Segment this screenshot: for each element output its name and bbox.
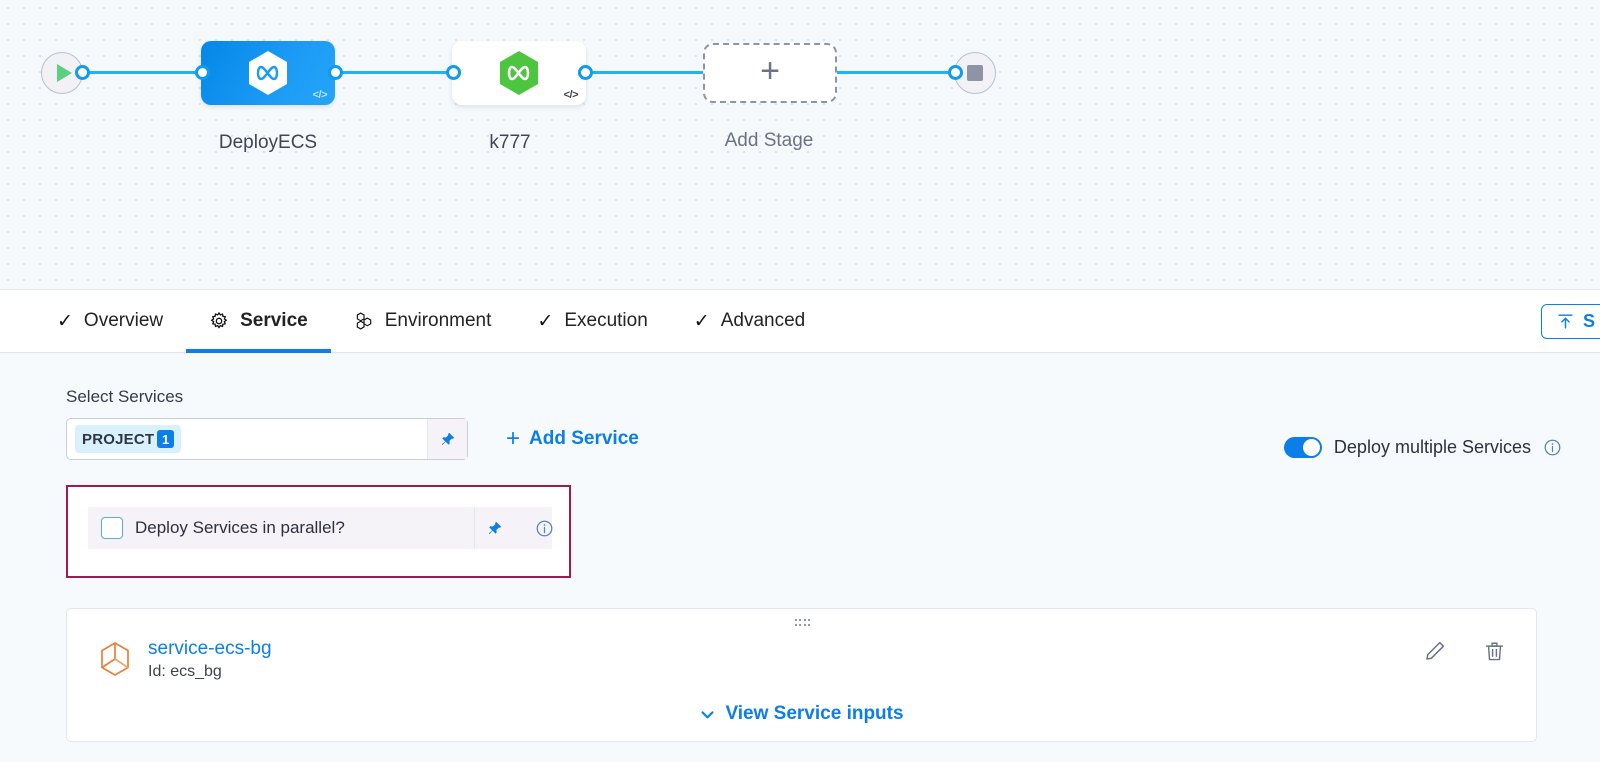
port-start-out[interactable] bbox=[75, 65, 90, 80]
harness-hexagon-green-icon bbox=[500, 51, 538, 95]
deploy-parallel-label: Deploy Services in parallel? bbox=[135, 518, 345, 537]
gear-icon bbox=[210, 311, 228, 329]
service-card[interactable]: service-ecs-bg Id: ecs_bg View Service i… bbox=[66, 608, 1537, 742]
stage-tabbar: ✓ Overview Service Environment ✓ Executi… bbox=[0, 290, 1600, 353]
port-deployecs-in[interactable] bbox=[195, 65, 210, 80]
select-services-row: PROJECT 1 + Add Service bbox=[66, 418, 1600, 460]
plus-icon: + bbox=[760, 52, 780, 90]
connector-k777-to-addstage bbox=[580, 71, 710, 74]
add-stage-label: Add Stage bbox=[724, 130, 814, 151]
stage-label-deployecs: DeployECS bbox=[218, 132, 318, 153]
deploy-parallel-row[interactable]: Deploy Services in parallel? bbox=[88, 507, 552, 549]
deploy-parallel-pin-button[interactable] bbox=[474, 507, 514, 549]
code-badge-icon[interactable]: </> bbox=[563, 89, 579, 101]
multiselect-pin-button[interactable] bbox=[427, 419, 467, 459]
tab-execution[interactable]: ✓ Execution bbox=[514, 290, 670, 353]
add-service-button[interactable]: + Add Service bbox=[506, 427, 639, 451]
chevron-down-icon bbox=[701, 710, 714, 718]
tab-service-label: Service bbox=[240, 310, 308, 331]
port-end-in[interactable] bbox=[948, 65, 963, 80]
toggle-knob bbox=[1302, 439, 1320, 456]
environment-hexagons-icon bbox=[356, 312, 371, 330]
deploy-multiple-toggle-group[interactable]: Deploy multiple Services bbox=[1283, 437, 1562, 458]
tab-environment-label: Environment bbox=[384, 310, 492, 331]
connector-addstage-to-end bbox=[830, 71, 960, 74]
port-k777-in[interactable] bbox=[446, 65, 461, 80]
service-id-text: Id: ecs_bg bbox=[148, 662, 222, 680]
stage-node-deployecs[interactable]: </> bbox=[201, 41, 335, 105]
service-panel: Select Services PROJECT 1 + Add Service … bbox=[0, 353, 1600, 762]
check-icon: ✓ bbox=[57, 310, 73, 332]
info-icon bbox=[536, 520, 552, 536]
play-icon bbox=[56, 64, 72, 82]
connector-start-to-deployecs bbox=[82, 71, 207, 74]
check-icon: ✓ bbox=[693, 310, 710, 332]
service-card-main: service-ecs-bg Id: ecs_bg bbox=[67, 609, 1536, 681]
service-cube-icon bbox=[101, 641, 129, 676]
harness-hexagon-icon bbox=[249, 51, 287, 95]
tab-service[interactable]: Service bbox=[186, 290, 331, 353]
tab-environment[interactable]: Environment bbox=[331, 290, 515, 353]
save-button-label: S bbox=[1582, 311, 1595, 331]
connector-deployecs-to-k777 bbox=[330, 71, 455, 74]
service-chip-count: 1 bbox=[157, 430, 175, 448]
stage-label-k777: k777 bbox=[489, 132, 531, 153]
add-stage-button[interactable]: + bbox=[703, 43, 837, 103]
select-services-title: Select Services bbox=[66, 387, 184, 406]
info-icon[interactable] bbox=[1543, 438, 1562, 457]
services-multiselect[interactable]: PROJECT 1 bbox=[66, 418, 468, 460]
add-service-label: Add Service bbox=[529, 428, 639, 449]
trash-icon[interactable] bbox=[1483, 640, 1506, 663]
port-k777-out[interactable] bbox=[578, 65, 593, 80]
stage-node-k777[interactable]: </> bbox=[452, 41, 586, 105]
deploy-parallel-info-button[interactable] bbox=[524, 507, 564, 549]
deploy-parallel-highlight: Deploy Services in parallel? bbox=[66, 485, 571, 578]
deploy-multiple-label: Deploy multiple Services bbox=[1333, 437, 1531, 457]
pipeline-canvas[interactable]: </> DeployECS </> k777 + Add Stage bbox=[0, 0, 1600, 290]
code-badge-icon[interactable]: </> bbox=[312, 89, 328, 101]
tab-overview[interactable]: ✓ Overview bbox=[34, 290, 186, 353]
pencil-icon[interactable] bbox=[1423, 639, 1447, 663]
view-service-inputs-label: View Service inputs bbox=[725, 703, 904, 724]
tab-advanced-label: Advanced bbox=[720, 310, 806, 331]
pin-icon bbox=[488, 521, 502, 534]
stop-icon bbox=[967, 65, 983, 81]
deploy-multiple-toggle[interactable] bbox=[1283, 437, 1322, 458]
tab-overview-label: Overview bbox=[83, 310, 164, 331]
tab-advanced[interactable]: ✓ Advanced bbox=[671, 290, 828, 353]
save-button[interactable]: S bbox=[1540, 304, 1600, 339]
service-chip-project[interactable]: PROJECT 1 bbox=[75, 425, 182, 453]
upload-icon bbox=[1558, 314, 1573, 329]
pin-icon bbox=[441, 432, 455, 445]
tab-execution-label: Execution bbox=[564, 310, 648, 331]
service-chip-label: PROJECT bbox=[82, 430, 155, 448]
view-service-inputs-button[interactable]: View Service inputs bbox=[67, 703, 1536, 725]
port-deployecs-out[interactable] bbox=[328, 65, 343, 80]
drag-handle-icon[interactable] bbox=[794, 619, 811, 629]
plus-icon: + bbox=[506, 425, 521, 452]
service-card-actions bbox=[1423, 639, 1506, 663]
service-name-link[interactable]: service-ecs-bg bbox=[148, 638, 272, 659]
check-icon: ✓ bbox=[537, 310, 554, 332]
deploy-parallel-checkbox[interactable] bbox=[101, 517, 123, 539]
